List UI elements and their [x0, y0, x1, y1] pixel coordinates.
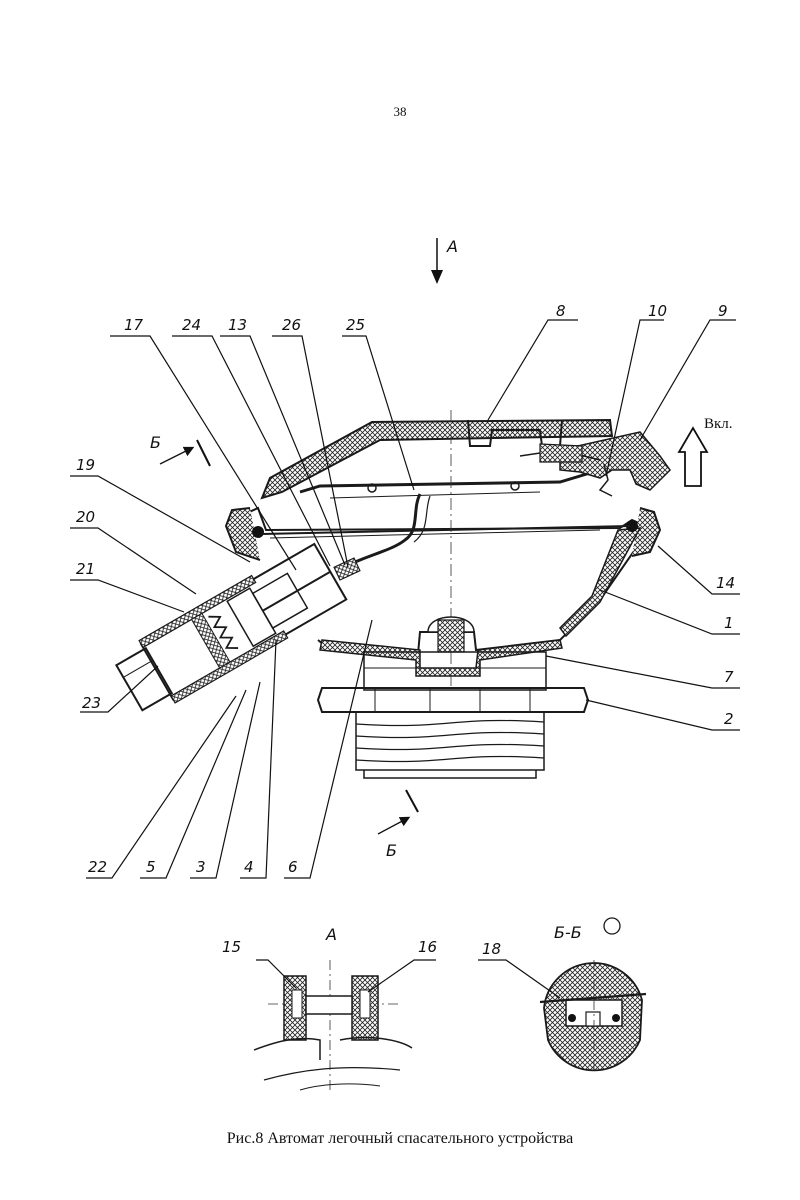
- callout-14: 14: [716, 574, 735, 592]
- callout-8: 8: [556, 302, 566, 320]
- callout-7: 7: [724, 668, 734, 686]
- callout-24: 24: [182, 316, 201, 334]
- page-number: 38: [393, 104, 407, 119]
- callout-3: 3: [196, 858, 206, 876]
- callout-18: 18: [482, 940, 501, 958]
- callout-21: 21: [76, 560, 95, 578]
- section-mark-bottom: Б: [377, 789, 419, 860]
- section-b-label-bottom: Б: [386, 841, 397, 860]
- callout-25: 25: [346, 316, 365, 334]
- surface-symbol: [603, 917, 621, 935]
- section-b-label-top: Б: [150, 433, 161, 452]
- callout-22: 22: [88, 858, 107, 876]
- callout-16: 16: [418, 938, 437, 956]
- figure-caption: Рис.8 Автомат легочный спасательного уст…: [226, 1130, 574, 1147]
- leader-lines: [70, 319, 740, 879]
- section-bb: Б-Б 18: [478, 917, 647, 1072]
- detail-a-label: А: [325, 925, 337, 944]
- callout-23: 23: [82, 694, 101, 712]
- section-mark-top: Б: [150, 433, 211, 467]
- section-bb-label: Б-Б: [554, 923, 582, 942]
- view-a-arrow: A: [431, 237, 458, 284]
- callout-6: 6: [288, 858, 298, 876]
- callout-2: 2: [724, 710, 734, 728]
- callout-20: 20: [76, 508, 95, 526]
- callout-13: 13: [228, 316, 247, 334]
- callout-9: 9: [718, 302, 728, 320]
- callout-numbers: 17 24 13 26 25 8 10 9 19 20 21 23 14 1 7…: [76, 302, 735, 876]
- on-direction-arrow: Вкл.: [677, 416, 733, 487]
- detail-a: А 15 16: [222, 925, 437, 1094]
- callout-5: 5: [146, 858, 156, 876]
- callout-15: 15: [222, 938, 241, 956]
- callout-1: 1: [724, 614, 734, 632]
- callout-4: 4: [244, 858, 254, 876]
- inlet-assembly: [114, 542, 348, 712]
- callout-10: 10: [648, 302, 667, 320]
- callout-26: 26: [282, 316, 301, 334]
- housing: [224, 410, 671, 779]
- callout-19: 19: [76, 456, 95, 474]
- on-label: Вкл.: [704, 416, 733, 432]
- view-a-label: A: [446, 237, 458, 256]
- callout-17: 17: [124, 316, 144, 334]
